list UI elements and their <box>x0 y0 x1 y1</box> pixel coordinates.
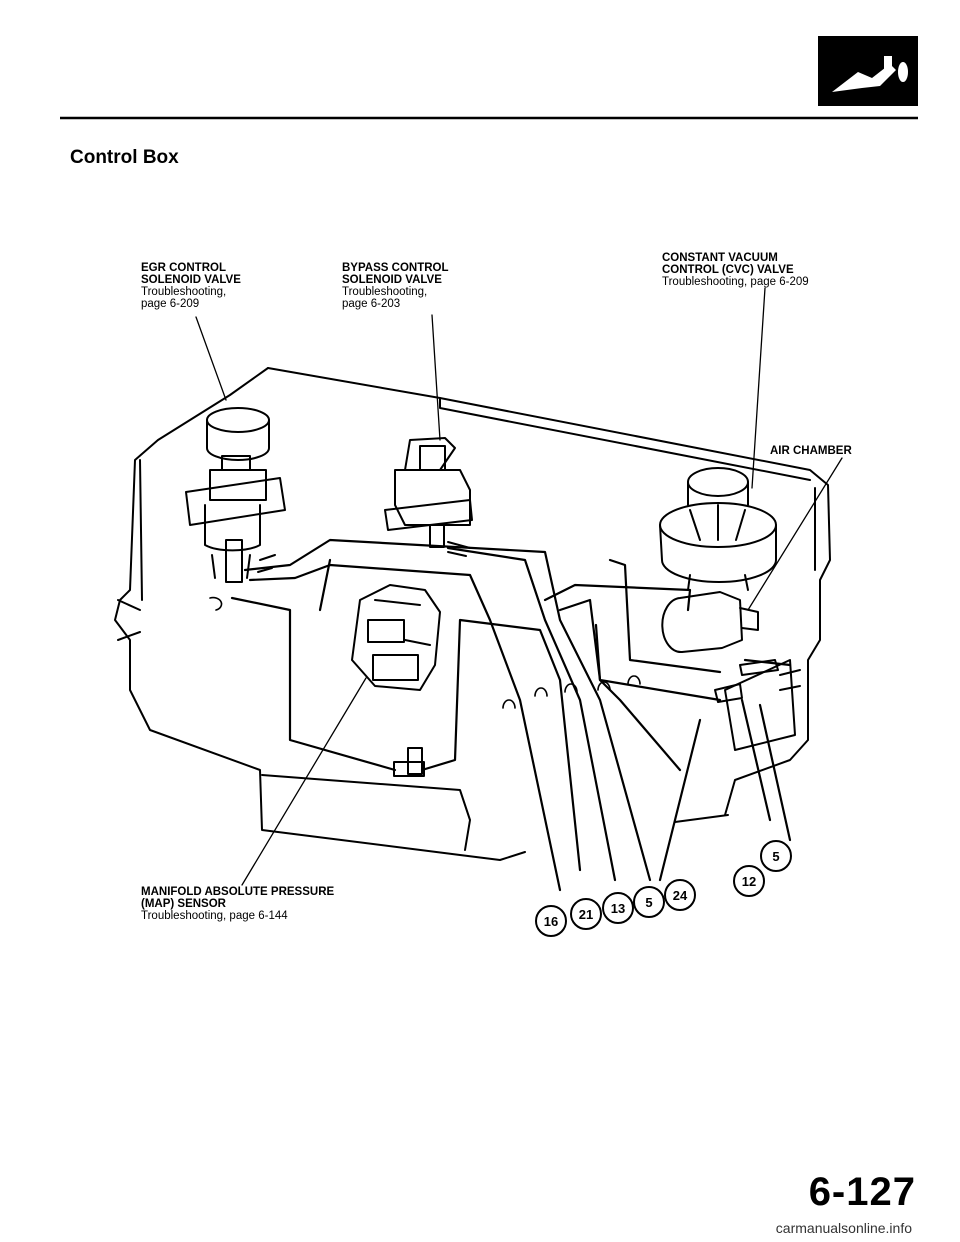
hose-circle-24 <box>664 879 696 911</box>
bypass-valve-label: BYPASS CONTROL SOLENOID VALVE Troublesho… <box>342 262 449 310</box>
hose-number-5a: 5 <box>645 895 652 910</box>
egr-valve-label: EGR CONTROL SOLENOID VALVE Troubleshooti… <box>141 262 241 310</box>
map-sensor <box>351 584 441 691</box>
cvc-label-line2: CONTROL (CVC) VALVE <box>662 264 794 276</box>
leader-lines <box>195 287 843 886</box>
egr-label-line2: SOLENOID VALVE <box>141 274 241 286</box>
map-label-line1: MANIFOLD ABSOLUTE PRESSURE <box>141 886 335 898</box>
egr-label-line1: EGR CONTROL <box>141 262 226 274</box>
air-chamber-label: AIR CHAMBER <box>770 445 852 457</box>
hose-circle-21 <box>570 898 602 930</box>
section-title: Control Box <box>70 147 179 168</box>
air-chamber-label-line1: AIR CHAMBER <box>770 445 852 457</box>
hose-number-16: 16 <box>544 914 558 929</box>
cvc-label-line1: CONSTANT VACUUM <box>662 252 778 264</box>
control-box-outline <box>114 367 831 861</box>
hose-number-13: 13 <box>611 901 625 916</box>
fuel-nozzle-icon <box>818 36 918 106</box>
page-number: 6-127 <box>808 1170 916 1214</box>
hose-circle-5b <box>760 840 792 872</box>
bypass-label-line2: SOLENOID VALVE <box>342 274 442 286</box>
bypass-label-ref2: page 6-203 <box>342 298 401 310</box>
hose-circle-5a <box>633 886 665 918</box>
hose-number-markers: 16 21 13 5 24 12 5 <box>535 840 792 937</box>
bypass-label-line1: BYPASS CONTROL <box>342 262 449 274</box>
hose-end-caps <box>209 596 641 709</box>
bypass-label-ref1: Troubleshooting, <box>342 286 428 298</box>
hose-number-5b: 5 <box>772 849 779 864</box>
map-label-line2: (MAP) SENSOR <box>141 898 226 910</box>
cvc-valve <box>659 467 777 591</box>
control-box-diagram <box>114 287 843 892</box>
map-sensor-label: MANIFOLD ABSOLUTE PRESSURE (MAP) SENSOR … <box>141 886 334 922</box>
vacuum-hoses <box>230 538 792 892</box>
air-chamber <box>661 591 759 654</box>
watermark: carmanualsonline.info <box>775 1220 912 1236</box>
hose-number-21: 21 <box>579 907 593 922</box>
hose-circle-16 <box>535 905 567 937</box>
hose-number-12: 12 <box>742 874 756 889</box>
header-graphic <box>60 36 918 120</box>
cvc-valve-label: CONSTANT VACUUM CONTROL (CVC) VALVE Trou… <box>662 252 809 288</box>
egr-label-ref2: page 6-209 <box>141 298 200 310</box>
cvc-label-ref1: Troubleshooting, page 6-209 <box>662 276 809 288</box>
egr-solenoid-valve <box>185 407 286 583</box>
hose-circle-13 <box>602 892 634 924</box>
egr-label-ref1: Troubleshooting, <box>141 286 227 298</box>
hose-circle-12 <box>733 865 765 897</box>
map-label-ref1: Troubleshooting, page 6-144 <box>141 910 288 922</box>
hose-number-24: 24 <box>673 888 688 903</box>
